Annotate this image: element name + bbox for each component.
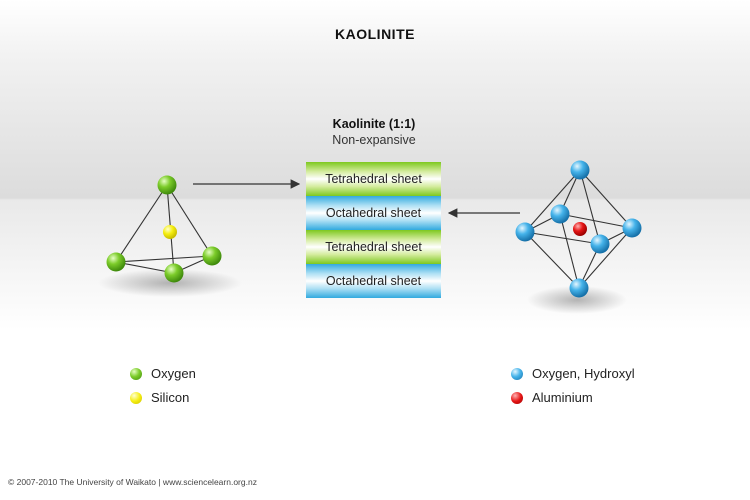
hydroxyl-atom	[590, 234, 610, 254]
aluminium-atom	[573, 222, 587, 236]
tetrahedron-shadow	[98, 269, 242, 297]
silicon-atom	[163, 225, 177, 239]
stack-title: Kaolinite (1:1)	[332, 117, 416, 131]
hydroxyl-atom	[570, 160, 590, 180]
legend-aluminium: Aluminium	[511, 390, 593, 405]
legend-oxygen-label: Oxygen	[151, 366, 196, 381]
blue-dot-icon	[511, 367, 523, 380]
legend-aluminium-label: Aluminium	[532, 390, 593, 405]
oxygen-atom	[106, 252, 126, 272]
oxygen-atom	[202, 246, 222, 266]
hydroxyl-atom	[569, 278, 589, 298]
octahedral-sheet-1: Octahedral sheet	[306, 196, 441, 230]
tetrahedral-sheet-1: Tetrahedral sheet	[306, 162, 441, 196]
tetrahedral-sheet-2: Tetrahedral sheet	[306, 230, 441, 264]
legend-oxygen-hydroxyl: Oxygen, Hydroxyl	[511, 366, 635, 381]
legend-silicon: Silicon	[130, 390, 189, 405]
stack-subtitle: Non-expansive	[332, 133, 416, 147]
green-dot-icon	[130, 367, 142, 380]
red-dot-icon	[511, 391, 523, 404]
octahedral-sheet-2: Octahedral sheet	[306, 264, 441, 298]
octahedron-shadow	[527, 286, 627, 314]
hydroxyl-atom	[550, 204, 570, 224]
tetrahedron-model	[98, 175, 242, 297]
hydroxyl-atom	[622, 218, 642, 238]
hydroxyl-atom	[515, 222, 535, 242]
yellow-dot-icon	[130, 391, 142, 404]
legend-oxygen: Oxygen	[130, 366, 196, 381]
diagram-title: KAOLINITE	[335, 26, 415, 42]
oxygen-atom	[164, 263, 184, 283]
copyright-footer: © 2007-2010 The University of Waikato | …	[0, 464, 290, 500]
stack-header: Kaolinite (1:1) Non-expansive	[274, 117, 474, 147]
legend-oxygen-hydroxyl-label: Oxygen, Hydroxyl	[532, 366, 635, 381]
octahedron-model	[515, 160, 642, 314]
sheet-stack: Tetrahedral sheet Octahedral sheet Tetra…	[306, 162, 441, 298]
oxygen-atom	[157, 175, 177, 195]
legend-silicon-label: Silicon	[151, 390, 190, 405]
